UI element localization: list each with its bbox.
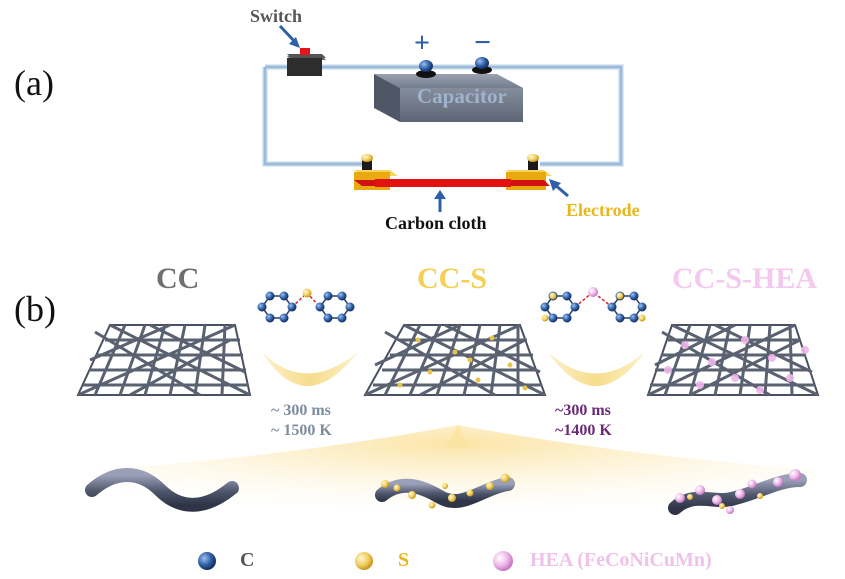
switch xyxy=(287,48,326,76)
fiber-glow-peak xyxy=(445,425,471,448)
carbon-cloth-label: Carbon cloth xyxy=(385,213,487,233)
circuit-wire-inner xyxy=(264,66,622,165)
mesh-cc-s-hea xyxy=(646,323,820,397)
mesh-cc-s xyxy=(363,323,547,397)
step1-temperature: ~ 1500 K xyxy=(271,422,332,439)
electrode-right xyxy=(500,154,552,190)
capacitor-negative-terminal xyxy=(472,57,492,74)
electrode-arrowhead xyxy=(549,179,561,191)
positive-sign: + xyxy=(414,28,430,59)
step2-temperature: ~1400 K xyxy=(555,422,612,439)
fiber-cc-s xyxy=(375,473,515,509)
panel-label-b: (b) xyxy=(14,289,56,329)
fiber-cc-s-hea xyxy=(668,469,807,515)
carbon-cloth-arrowhead xyxy=(434,190,446,199)
stage-title-cc-s-hea: CC-S-HEA xyxy=(672,262,818,295)
step2-time: ~300 ms xyxy=(555,402,611,419)
step1-curved-arrow xyxy=(262,352,358,386)
mesh-cc-s-sulfur-dots xyxy=(397,335,528,391)
molecule-c-s-hea xyxy=(540,287,647,323)
legend-label-hea: HEA (FeCoNiCuMn) xyxy=(530,549,712,571)
legend-marker-sulfur xyxy=(355,552,373,570)
stage-title-cc: CC xyxy=(156,262,200,295)
carbon-cloth-strip xyxy=(375,179,511,187)
mesh-hea-particles xyxy=(664,336,809,394)
capacitor-label: Capacitor xyxy=(417,84,507,108)
legend-label-sulfur: S xyxy=(398,549,410,571)
switch-pointer-arrowhead xyxy=(289,37,300,48)
negative-sign: − xyxy=(474,26,492,59)
legend-marker-carbon xyxy=(198,552,216,570)
step2-curved-arrow xyxy=(548,352,645,386)
legend-marker-hea xyxy=(493,551,513,571)
legend-label-carbon: C xyxy=(240,549,255,571)
panel-label-a: (a) xyxy=(14,63,54,103)
capacitor-positive-terminal xyxy=(416,60,436,78)
stage-title-cc-s: CC-S xyxy=(417,262,488,295)
step1-time: ~ 300 ms xyxy=(271,402,331,419)
electrode-label: Electrode xyxy=(566,200,640,220)
fiber-cc xyxy=(85,468,239,512)
fiber-glow xyxy=(100,425,815,520)
mesh-cc xyxy=(76,323,252,397)
capacitor xyxy=(374,74,523,122)
switch-label: Switch xyxy=(250,6,303,26)
molecule-c-c-s xyxy=(257,288,355,323)
